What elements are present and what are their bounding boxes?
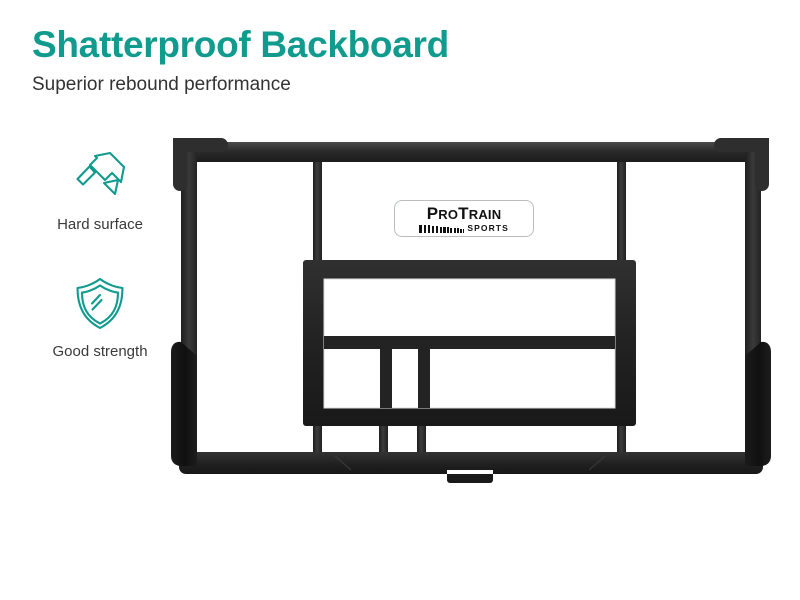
hammer-icon (26, 148, 174, 206)
lower-support-bar-3 (417, 398, 426, 470)
page-subtitle: Superior rebound performance (32, 74, 291, 96)
top-right-corner-bracket (714, 138, 769, 191)
lower-support-bar-4 (617, 398, 626, 470)
shield-icon (26, 275, 174, 333)
lower-support-bar-1 (313, 398, 322, 470)
bottom-frame-rail (179, 452, 763, 474)
feature-hard-surface: Hard surface (26, 148, 174, 233)
top-left-corner-bracket (173, 138, 228, 191)
feature-label: Hard surface (57, 216, 143, 233)
top-frame-rail (181, 142, 761, 162)
feature-good-strength: Good strength (26, 275, 174, 360)
bottom-left-bumper (171, 341, 197, 466)
logo-bottom-row: SPORTS (419, 224, 509, 233)
header: Shatterproof Backboard Superior rebound … (32, 24, 652, 96)
rim-mount-bracket (303, 260, 636, 426)
feature-list: Hard surface Good strength (26, 148, 174, 360)
logo-bar-decoration (419, 224, 465, 233)
feature-label: Good strength (52, 343, 148, 360)
logo-wordmark: PROTRAIN (426, 204, 502, 224)
lower-support-bar-2 (379, 398, 388, 470)
page-title: Shatterproof Backboard (32, 24, 449, 65)
product-illustration: PROTRAIN SPORTS (165, 136, 777, 488)
product-logo-decal: PROTRAIN SPORTS (394, 200, 534, 237)
bottom-right-bumper (745, 341, 771, 466)
logo-tagline: SPORTS (467, 223, 509, 234)
